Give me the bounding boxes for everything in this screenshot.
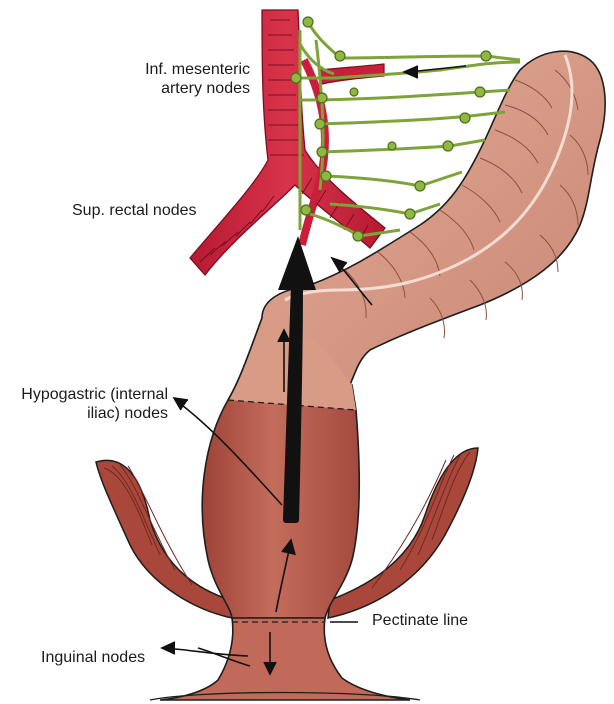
label-hypogastric-line2: iliac) nodes [4, 404, 168, 423]
label-hypogastric-line1: Hypogastric (internal [4, 385, 168, 404]
lymph-node [317, 147, 327, 157]
lymph-node [303, 17, 313, 27]
lymph-node [388, 142, 396, 150]
lymph-node [353, 231, 363, 241]
lymph-node [405, 209, 415, 219]
lymph-node [315, 119, 325, 129]
lymph-node [460, 113, 470, 123]
lymph-node [415, 181, 425, 191]
label-pectinate-line: Pectinate line [372, 611, 468, 630]
lymph-node [443, 141, 453, 151]
label-inf-mesenteric-line2: artery nodes [110, 79, 250, 98]
label-sup-rectal-nodes: Sup. rectal nodes [72, 201, 197, 220]
lymph-node [481, 51, 491, 61]
lymph-node [321, 171, 331, 181]
lymph-node [317, 93, 327, 103]
lymph-node [350, 88, 358, 96]
lymph-node [291, 73, 301, 83]
lymph-node [335, 51, 345, 61]
label-inguinal-nodes: Inguinal nodes [41, 648, 145, 667]
anal-canal [150, 618, 420, 700]
label-inf-mesenteric-line1: Inf. mesenteric [110, 60, 250, 79]
lymph-node [301, 205, 311, 215]
lymph-node [475, 87, 485, 97]
